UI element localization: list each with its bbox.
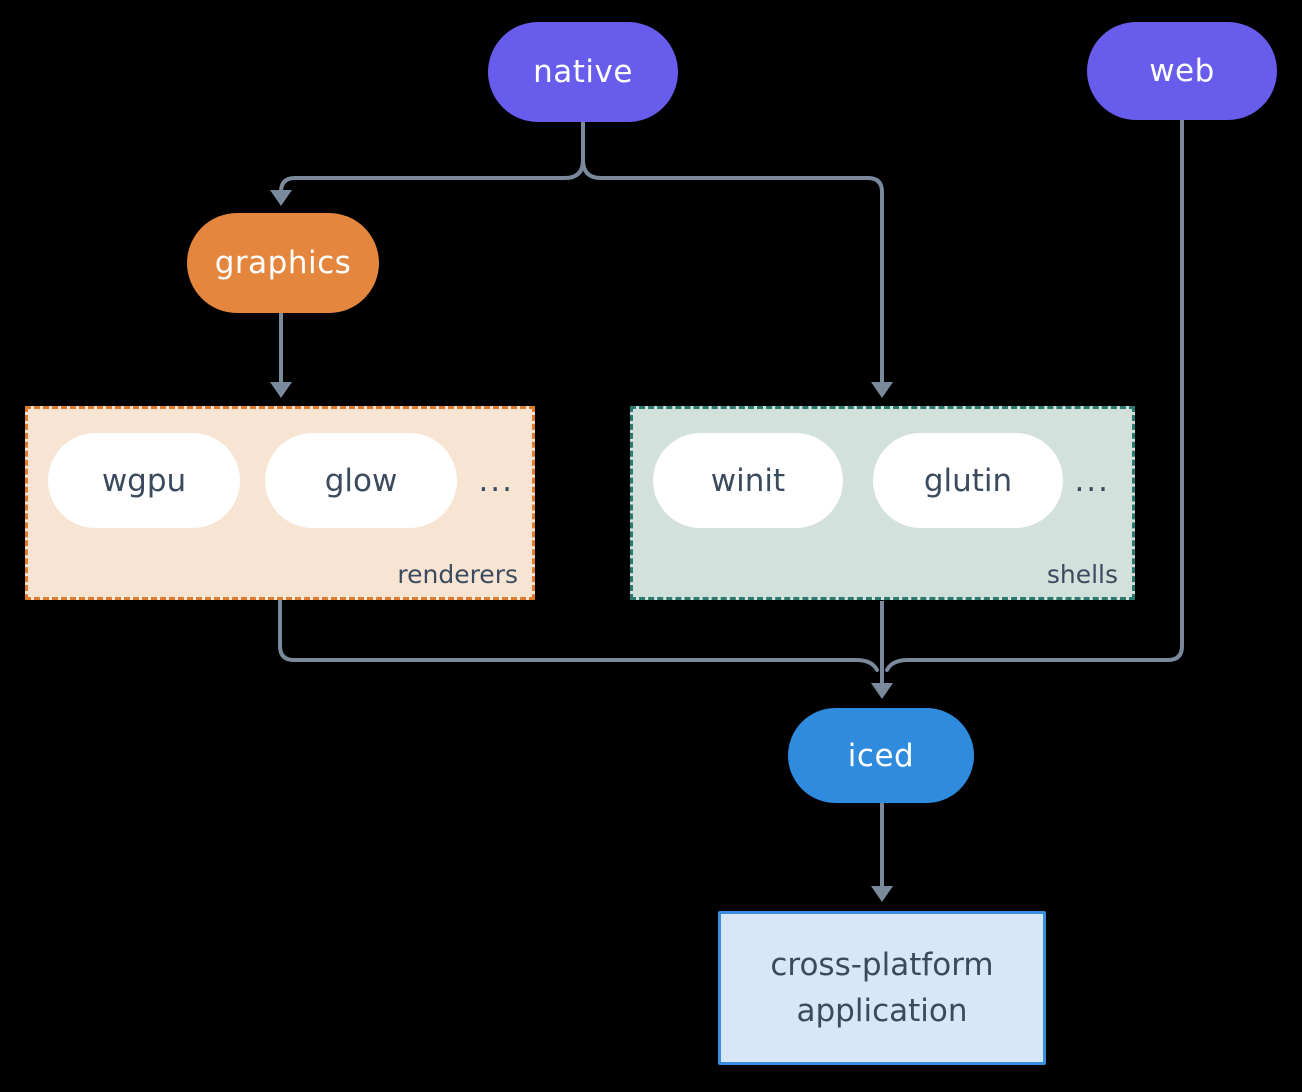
group-label-renderers: renderers (397, 560, 518, 589)
node-web: web (1087, 22, 1277, 120)
item-winit-label: winit (710, 462, 786, 499)
edge-native-to-shells (581, 122, 884, 383)
application-label-line2: application (796, 993, 968, 1029)
node-native: native (488, 22, 678, 122)
item-winit: winit (653, 433, 843, 528)
group-shells: winit glutin ... shells (630, 406, 1135, 600)
group-label-shells: shells (1046, 560, 1118, 589)
node-native-label: native (533, 54, 633, 90)
node-graphics-label: graphics (214, 245, 352, 281)
node-iced: iced (788, 708, 974, 803)
item-glow: glow (265, 433, 457, 528)
renderers-ellipsis: ... (478, 462, 514, 499)
item-glow-label: glow (324, 462, 398, 499)
node-graphics: graphics (187, 213, 379, 313)
node-iced-label: iced (847, 737, 915, 774)
node-web-label: web (1149, 53, 1215, 89)
item-wgpu: wgpu (48, 433, 240, 528)
arrowhead-renderers (270, 382, 292, 398)
item-glutin: glutin (873, 433, 1063, 528)
arrowhead-shells (871, 382, 893, 398)
edge-renderers-to-iced (278, 599, 879, 672)
application-label-line1: cross-platform (770, 947, 994, 983)
shells-ellipsis: ... (1074, 462, 1110, 499)
group-renderers: wgpu glow ... renderers (25, 406, 535, 600)
arrowhead-graphics (270, 190, 292, 206)
edge-native-to-graphics (279, 122, 585, 193)
item-wgpu-label: wgpu (101, 462, 187, 499)
arrowhead-application (871, 886, 893, 902)
application-box: cross-platform application (718, 911, 1046, 1065)
edge-web-to-iced (885, 118, 1184, 672)
arrowhead-iced (871, 683, 893, 699)
item-glutin-label: glutin (923, 462, 1013, 499)
